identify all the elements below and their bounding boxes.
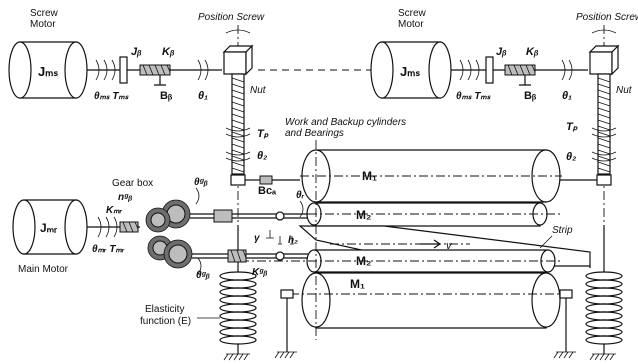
left-screw-motor: Jₘₛ <box>8 41 88 99</box>
right-theta1-label: θ₁ <box>562 90 572 102</box>
main-motor-label: Main Motor <box>18 264 69 275</box>
left-nut-block <box>223 51 247 75</box>
left-shaft-torque-arrow <box>95 59 100 81</box>
lower-work-roll: M₂ <box>240 249 560 273</box>
left-bb-label: Bᵦ <box>160 90 173 102</box>
bottom-m1-label: M₁ <box>350 277 365 291</box>
left-kb-label: Kᵦ <box>162 46 175 58</box>
upper-universal-joint <box>275 211 285 221</box>
bottom-bearing-supports <box>274 289 576 359</box>
main-motor: Jₘᵣ Main Motor <box>12 199 88 275</box>
left-jms-label: Jₘₛ <box>38 64 58 79</box>
right-nut-block <box>589 51 613 75</box>
right-bb-damper <box>519 75 531 86</box>
top-backup-roll: M₁ <box>300 149 562 203</box>
kgb-label: Kᵍᵦ <box>252 267 268 278</box>
bca-label: Bᴄₐ <box>258 185 277 197</box>
right-screw-motor-assembly: Jₘₛ Jᵦ Kᵦ Bᵦ θₘₛ Tₘₛ θ₁ Screw Motor <box>370 8 588 102</box>
right-jms-label: Jₘₛ <box>400 64 420 79</box>
elasticity-function-label: Elasticity function (E) <box>140 304 191 327</box>
right-tp-arrow <box>591 127 617 132</box>
theta-r-label: θᵣ <box>296 190 305 201</box>
strip-leader-line <box>539 235 553 249</box>
left-position-screw: Position Screw Nut Tₚ θ₂ Bᴄₐ <box>198 12 300 225</box>
right-theta2-arrow <box>591 151 617 156</box>
left-theta-ms-tms-label: θₘₛ Tₘₛ <box>94 91 130 102</box>
roll-gap-ticks <box>266 230 294 245</box>
elasticity-function-label-group: Elasticity function (E) <box>140 304 220 327</box>
left-bearing-block <box>230 174 246 186</box>
right-tp-label: Tₚ <box>566 121 578 133</box>
left-jb-disc <box>119 56 128 84</box>
work-backup-label-group: Work and Backup cylinders and Bearings <box>285 117 409 139</box>
left-kb-coupling <box>139 64 171 76</box>
right-bearing-block <box>596 174 612 186</box>
right-screw-motor-title: Screw Motor <box>398 8 429 30</box>
left-theta1-arrow <box>197 59 202 81</box>
right-theta1-arrow <box>561 59 566 81</box>
left-position-screw-label: Position Screw <box>198 12 265 23</box>
left-shaft-rotation-arrow <box>103 59 108 81</box>
right-jb-disc <box>485 56 494 84</box>
left-jb-label: Jᵦ <box>131 46 142 58</box>
bottom-backup-roll: M₁ <box>290 272 570 329</box>
theta-gb-top-label: θᵍᵦ <box>194 177 208 188</box>
right-nut-label: Nut <box>616 85 633 96</box>
right-theta2-label: θ₂ <box>566 151 576 163</box>
right-theta-ms-tms-label: θₘₛ Tₘₛ <box>456 91 492 102</box>
theta-gb-bottom-arrow <box>197 257 202 275</box>
strip-velocity-arrow <box>420 239 442 249</box>
main-shaft-arrow <box>97 216 102 238</box>
right-screw-motor: Jₘₛ <box>370 41 452 99</box>
left-theta1-label: θ₁ <box>198 90 208 102</box>
upper-spindle-coupling <box>213 209 233 223</box>
right-kb-coupling <box>504 64 536 76</box>
right-elasticity-spring <box>585 225 623 361</box>
left-bb-damper <box>154 75 166 86</box>
left-theta2-arrow <box>225 151 251 156</box>
spindle-shafts: Kᵍᵦ θᵣ h₂ γ <box>190 190 308 278</box>
gamma-label: γ <box>254 233 261 244</box>
right-screw-rotation-arrow <box>591 29 617 34</box>
gear-box-label: Gear box <box>112 178 153 189</box>
gear-box: Gear box nᵍᵦ θᵍᵦ θᵍᵦ <box>112 177 210 281</box>
theta-gb-top-arrow <box>195 187 200 205</box>
theta-r-arrow <box>299 200 304 218</box>
left-theta2-label: θ₂ <box>257 150 267 162</box>
left-elasticity-spring <box>219 225 257 361</box>
h2-label: h₂ <box>288 235 298 246</box>
right-kb-label: Kᵦ <box>526 46 539 58</box>
right-position-screw: Position Screw Nut Tₚ θ₂ <box>560 12 638 225</box>
right-jb-label: Jᵦ <box>496 46 507 58</box>
lower-m2-label: M₂ <box>356 254 371 268</box>
top-m1-label: M₁ <box>362 169 377 183</box>
lower-universal-joint <box>275 251 285 261</box>
left-tp-label: Tₚ <box>257 128 269 140</box>
left-nut-label: Nut <box>250 85 267 96</box>
left-screw-rotation-arrow <box>225 29 251 34</box>
velocity-label: v <box>446 240 453 252</box>
kmr-label: Kₘᵣ <box>106 205 122 216</box>
right-position-screw-label: Position Screw <box>576 12 638 23</box>
right-shaft-torque-arrow <box>459 59 464 81</box>
ngb-label: nᵍᵦ <box>118 192 133 203</box>
theta-gb-bottom-label: θᵍᵦ <box>196 270 210 281</box>
work-backup-label: Work and Backup cylinders and Bearings <box>285 117 409 139</box>
upper-m2-label: M₂ <box>356 208 371 222</box>
strip-label: Strip <box>552 225 573 236</box>
theta-mr-tmr-label: θₘᵣ Tₘᵣ <box>92 244 125 255</box>
left-screw-motor-assembly: Jₘₛ Jᵦ Kᵦ Bᵦ θₘₛ Tₘₛ θ₁ Screw Motor <box>8 8 222 102</box>
right-bb-label: Bᵦ <box>524 90 537 102</box>
left-screw-motor-title: Screw Motor <box>30 8 61 30</box>
left-tp-arrow <box>225 127 251 132</box>
jmr-label: Jₘᵣ <box>40 221 57 235</box>
